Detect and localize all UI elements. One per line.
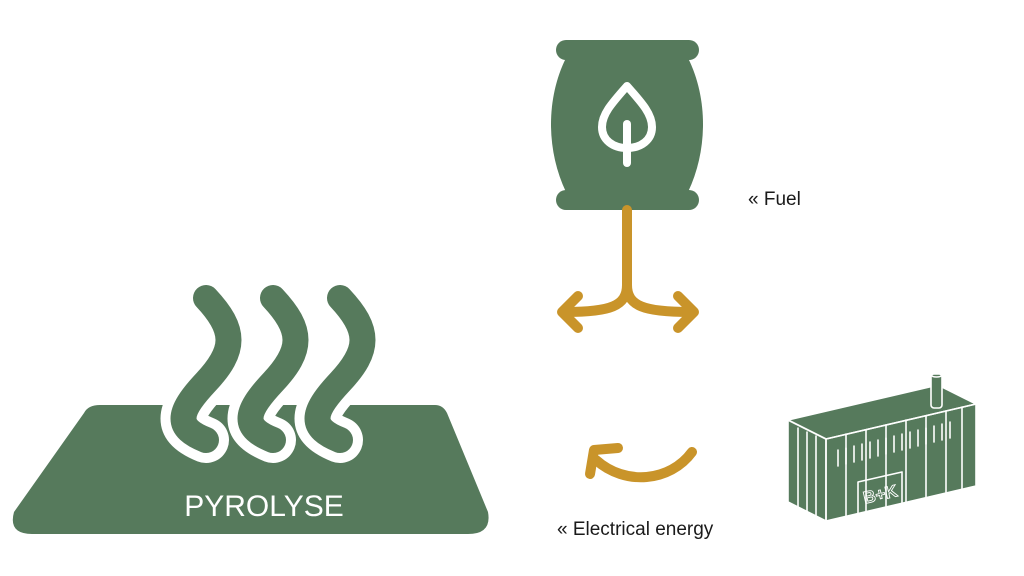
pyrolysis-reactor-icon: PYROLYSE: [12, 275, 489, 534]
biomass-fuel-barrel-icon: [551, 40, 703, 210]
heat-wave-1: [170, 285, 242, 453]
heat-waves: [170, 285, 376, 453]
heat-wave-2: [237, 285, 309, 453]
exhaust-stack: [930, 373, 943, 409]
curved-arrow-icon: [585, 443, 697, 483]
barrel-bottom-rim: [556, 190, 699, 210]
reactor-base: [12, 405, 489, 534]
electrical-energy-label: « Electrical energy: [557, 519, 714, 540]
heat-wave-3: [304, 285, 376, 453]
container-side: [826, 404, 976, 521]
split-arrow-icon: [557, 205, 699, 333]
fuel-label: « Fuel: [748, 189, 801, 210]
barrel-top-rim: [556, 40, 699, 60]
chp-container-icon: B+K: [787, 372, 977, 522]
container-top: [788, 385, 976, 439]
leaf-icon: [598, 82, 656, 167]
pyrolysis-label: PYROLYSE: [184, 490, 344, 523]
